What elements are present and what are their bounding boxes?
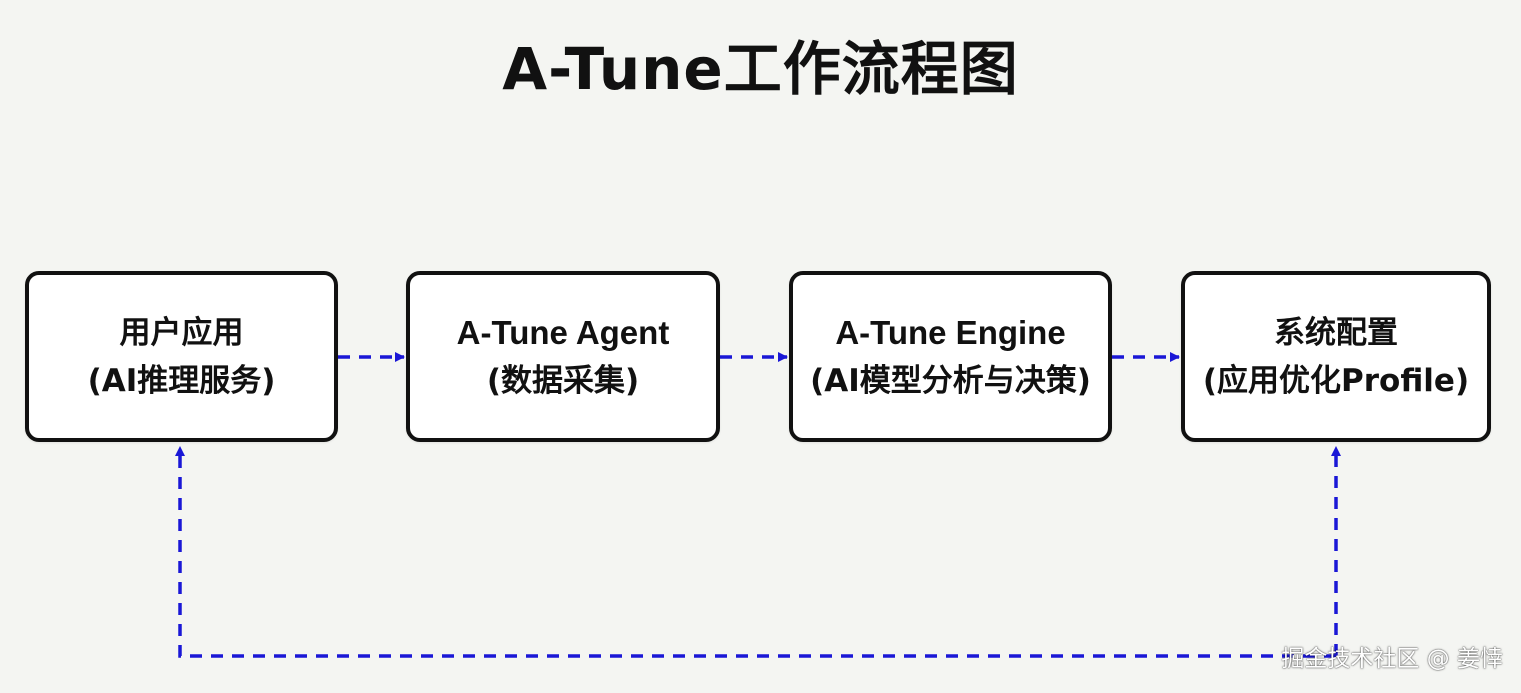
node-user-application: 用户应用 (AI推理服务) <box>25 271 338 442</box>
watermark: 掘金技术社区 @ 姜悻 <box>1281 646 1503 672</box>
node-sublabel: (应用优化Profile) <box>1202 362 1470 399</box>
node-atune-engine: A-Tune Engine (AI模型分析与决策) <box>789 271 1112 442</box>
diagram-title: A-Tune工作流程图 <box>502 35 1019 103</box>
node-label: A-Tune Engine <box>835 313 1066 351</box>
node-label: 用户应用 <box>119 314 244 351</box>
edge-config-to-user-app-loop <box>175 446 1336 658</box>
node-sublabel: (数据采集) <box>486 362 640 399</box>
node-sublabel: (AI推理服务) <box>87 362 276 399</box>
node-label: 系统配置 <box>1274 314 1398 351</box>
node-label: A-Tune Agent <box>456 313 670 351</box>
node-atune-agent: A-Tune Agent (数据采集) <box>406 271 720 442</box>
node-sublabel: (AI模型分析与决策) <box>810 362 1091 399</box>
node-system-config: 系统配置 (应用优化Profile) <box>1181 271 1491 442</box>
